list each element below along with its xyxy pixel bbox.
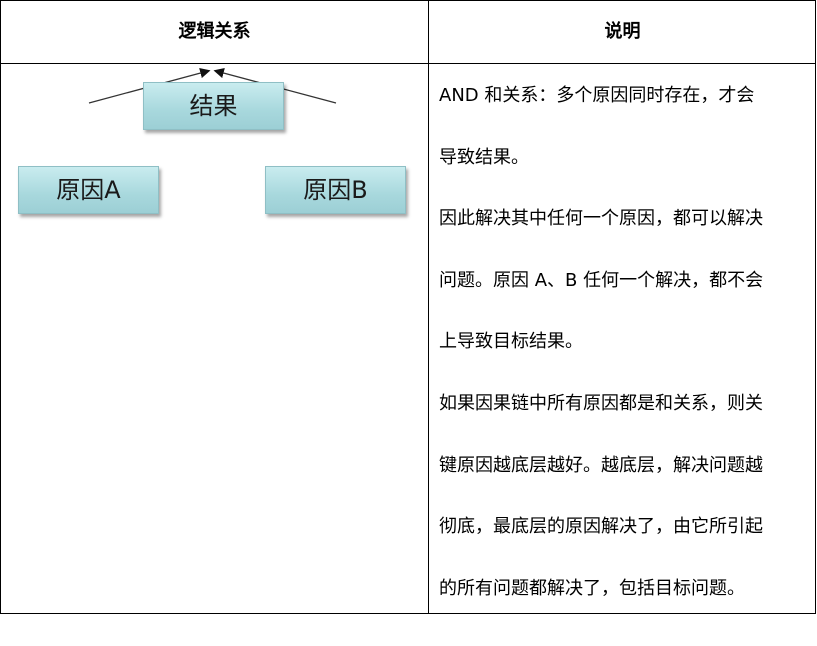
- text-line: 导致结果。: [439, 146, 529, 168]
- paragraph-solve-any: 因此解决其中任何一个原因，都可以解决 问题。原因 A、B 任何一个解决，都不会 …: [439, 189, 811, 374]
- text-line: AND 和关系：多个原因同时存在，才会: [439, 85, 755, 106]
- logic-table: 逻辑关系 说明: [0, 0, 816, 614]
- text-line: 问题。原因 A、B 任何一个解决，都不会: [439, 269, 764, 291]
- text-line: 彻底，最底层的原因解决了，由它所引起: [439, 516, 763, 538]
- column-divider: [428, 1, 429, 613]
- table-header-row: 逻辑关系 说明: [1, 1, 815, 64]
- cause-b-box: 原因B: [265, 166, 406, 214]
- header-description: 说明: [604, 21, 641, 42]
- text-line: 上导致目标结果。: [439, 331, 583, 353]
- description-text: AND 和关系：多个原因同时存在，才会 导致结果。 因此解决其中任何一个原因，都…: [439, 66, 811, 620]
- header-logic-relation: 逻辑关系: [178, 21, 251, 42]
- cause-a-box: 原因A: [18, 166, 159, 214]
- paragraph-root-cause: 如果因果链中所有原因都是和关系，则关 键原因越底层越好。越底层，解决问题越 彻底…: [439, 374, 811, 620]
- result-box: 结果: [143, 82, 284, 130]
- paragraph-and-definition: AND 和关系：多个原因同时存在，才会 导致结果。: [439, 66, 811, 189]
- text-line: 因此解决其中任何一个原因，都可以解决: [439, 208, 763, 230]
- text-line: 的所有问题都解决了，包括目标问题。: [439, 577, 745, 599]
- text-line: 如果因果链中所有原因都是和关系，则关: [439, 392, 763, 414]
- text-line: 键原因越底层越好。越底层，解决问题越: [439, 454, 763, 476]
